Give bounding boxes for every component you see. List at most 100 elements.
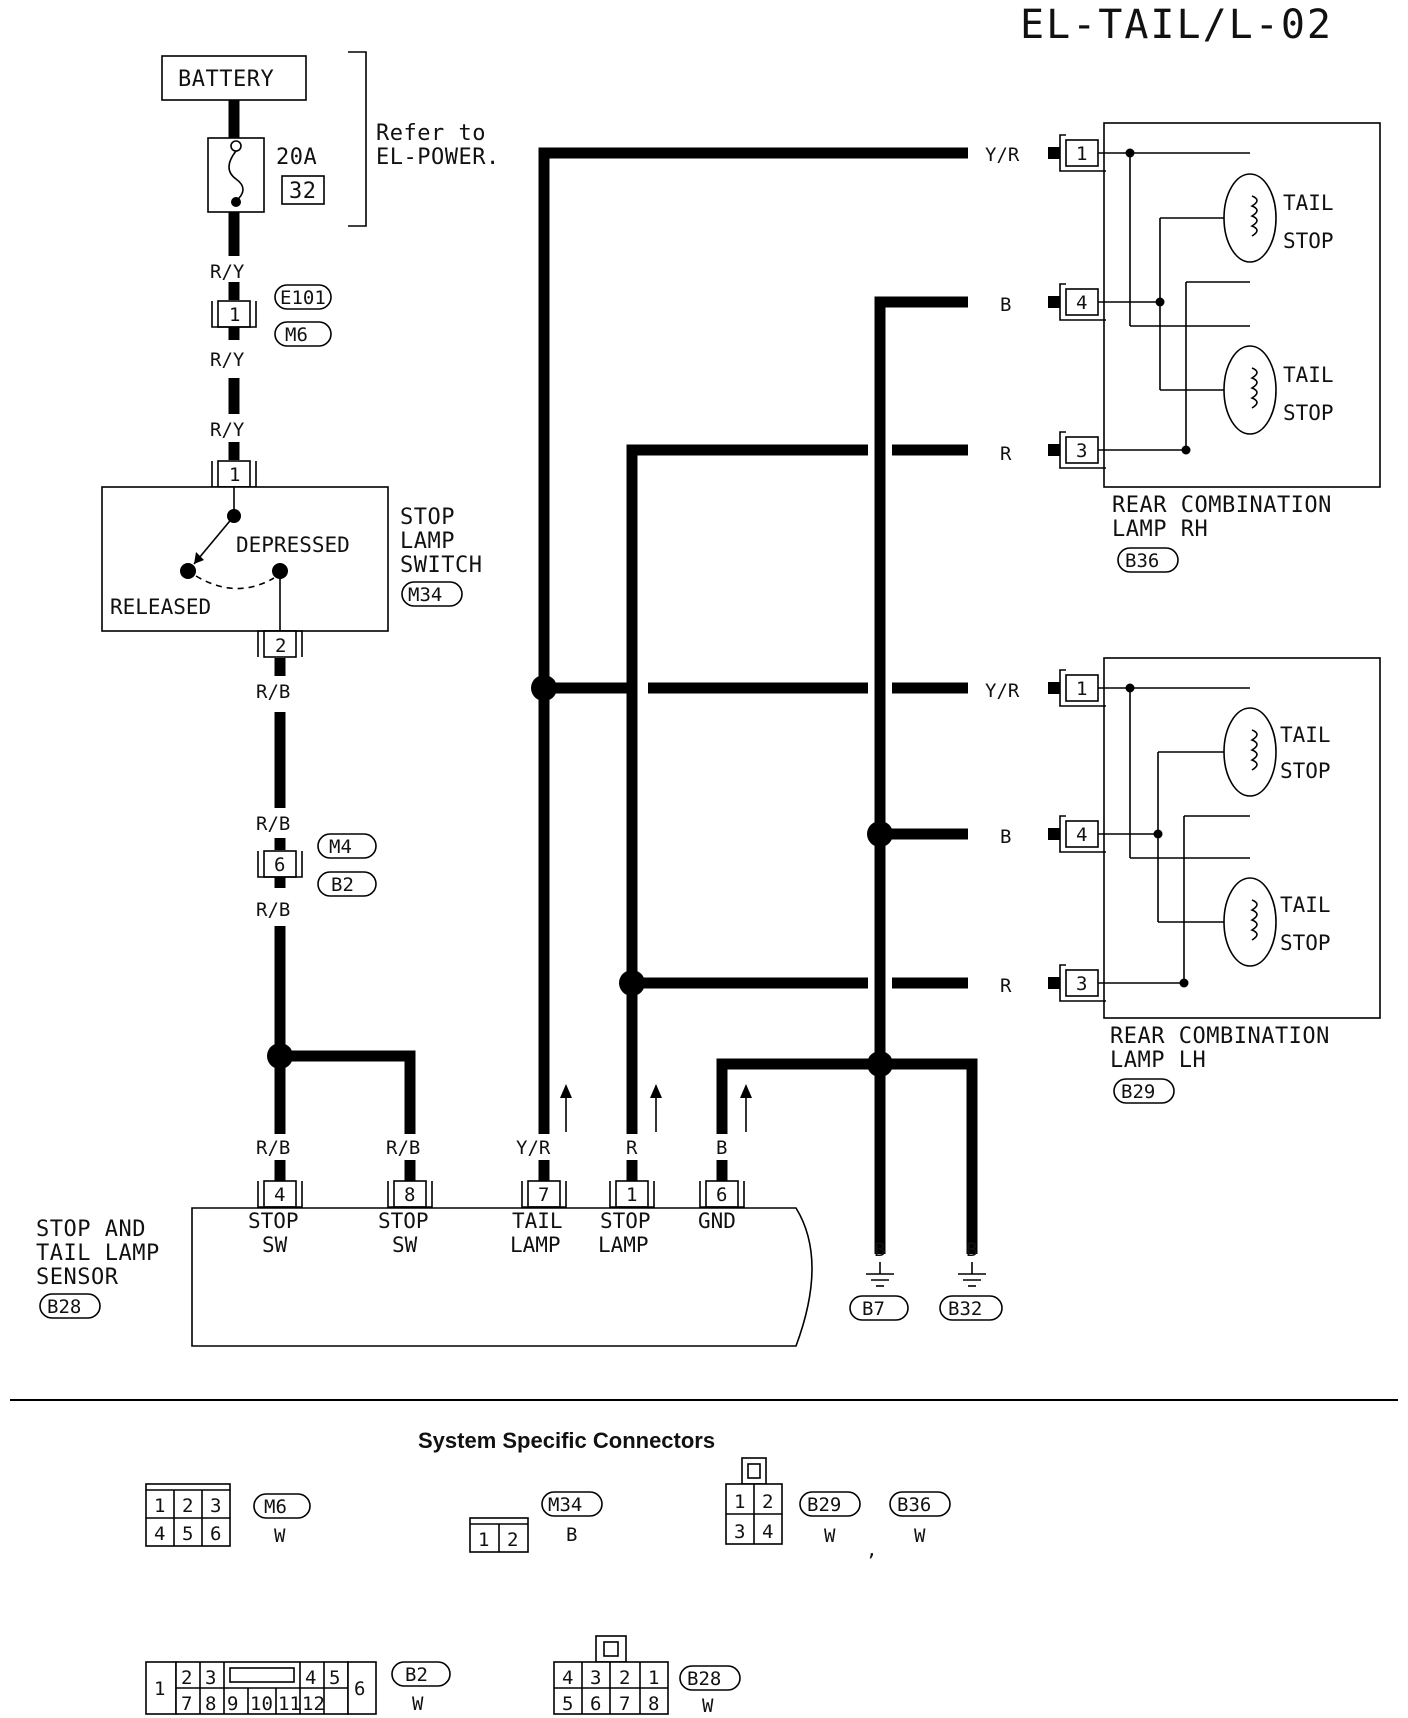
lh-stop-2: STOP [1280, 931, 1331, 955]
rh-tail-1: TAIL [1283, 191, 1334, 215]
m6-face-1: 1 [154, 1495, 165, 1517]
pin-b28-6: 6 [716, 1184, 727, 1206]
wire-color-b-gnd1: B [874, 1239, 885, 1261]
sensor-label-line3: SENSOR [36, 1265, 119, 1290]
sensor-tail: TAIL [512, 1209, 563, 1233]
sensor-stop-3: STOP [600, 1209, 651, 1233]
battery-label: BATTERY [178, 67, 274, 92]
m6-face-2: 2 [182, 1495, 193, 1517]
m6-face-3: 3 [210, 1495, 221, 1517]
connector-face-b29-b36 [725, 1457, 783, 1545]
m34-color: B [566, 1524, 577, 1546]
arrow-up-icon [560, 1084, 752, 1132]
connector-m34-face: M34 [548, 1494, 582, 1516]
m6-face-6: 6 [210, 1523, 221, 1545]
pin-b29-1: 1 [1076, 678, 1087, 700]
b28-face-8: 8 [648, 1693, 659, 1715]
connector-tag-m6-face [253, 1493, 311, 1519]
rear-lamp-lh [1080, 657, 1381, 1019]
connector-b28-face: B28 [687, 1668, 721, 1690]
connector-tag-b29 [1113, 1078, 1175, 1104]
wire-color-b-sensor: B [716, 1137, 727, 1159]
connector-face-b28 [553, 1635, 669, 1715]
wire-color-b-lh: B [1000, 826, 1011, 848]
rear-lh-line1: REAR COMBINATION [1110, 1024, 1330, 1049]
pin-m4-6: 6 [274, 854, 285, 876]
rh-stop-1: STOP [1283, 229, 1334, 253]
b2-face-7: 7 [181, 1693, 192, 1715]
connector-b28: B28 [47, 1296, 81, 1318]
connector-tag-m34-face [541, 1491, 603, 1517]
fuse-icon [207, 137, 265, 213]
ground-icon [865, 1273, 895, 1287]
connector-face-b2 [145, 1661, 377, 1715]
wire-color-r-lh: R [1000, 975, 1012, 997]
b2-face-6: 6 [354, 1678, 365, 1700]
connector-tag-b2 [317, 871, 377, 897]
rear-lh-line2: LAMP LH [1110, 1048, 1206, 1073]
b29-face-1: 1 [734, 1491, 745, 1513]
pin-b29-3: 3 [1076, 973, 1087, 995]
connector-b36-face: B36 [897, 1494, 931, 1516]
b28-face-6: 6 [590, 1693, 601, 1715]
connector-b2-face: B2 [405, 1664, 428, 1686]
sensor-stop-lamp: LAMP [598, 1233, 649, 1257]
wire-color-ry: R/Y [210, 261, 245, 283]
b28-face-5: 5 [562, 1693, 573, 1715]
pin-b28-1: 1 [626, 1184, 637, 1206]
connector-tag-e101 [274, 284, 332, 310]
switch-label-line2: LAMP [400, 529, 455, 554]
wire-color-rb-2: R/B [256, 813, 290, 835]
connector-tag-b28-face [679, 1665, 741, 1691]
switch-depressed-label: DEPRESSED [236, 533, 350, 557]
b2-face-10: 10 [250, 1693, 273, 1715]
b2-face-2: 2 [181, 1667, 192, 1689]
pin-b28-4: 4 [274, 1184, 285, 1206]
wire-color-rb: R/B [256, 681, 290, 703]
rear-lamp-rh [1080, 122, 1381, 488]
connector-b7: B7 [862, 1298, 885, 1320]
b2-face-12: 12 [302, 1693, 325, 1715]
lh-tail-1: TAIL [1280, 723, 1331, 747]
connector-m6: M6 [285, 324, 308, 346]
rh-stop-2: STOP [1283, 401, 1334, 425]
b2-face-4: 4 [305, 1667, 316, 1689]
sensor-stop-2: STOP [378, 1209, 429, 1233]
b28-color: W [702, 1695, 714, 1717]
connector-b32: B32 [948, 1298, 982, 1320]
connector-b2: B2 [331, 874, 354, 896]
pin-m34-2: 2 [275, 635, 286, 657]
wire-color-ry-2: R/Y [210, 349, 245, 371]
connector-m4: M4 [329, 836, 352, 858]
b2-color: W [412, 1693, 424, 1715]
connector-tag-b28 [39, 1293, 101, 1319]
connector-tag-m6 [274, 321, 332, 347]
connector-tag-b7 [849, 1295, 909, 1321]
switch-label-line3: SWITCH [400, 553, 482, 578]
refer-line2: EL-POWER. [376, 145, 500, 170]
connector-b36: B36 [1125, 550, 1159, 572]
refer-bracket [348, 51, 367, 227]
wire-color-b-rh: B [1000, 294, 1011, 316]
connector-tag-b36-face [889, 1491, 951, 1517]
b2-face-8: 8 [205, 1693, 216, 1715]
fuse-number-box [281, 175, 325, 205]
wire-color-rb-5: R/B [386, 1137, 420, 1159]
connector-e101: E101 [280, 287, 326, 309]
m6-face-5: 5 [182, 1523, 193, 1545]
pin-e101-1: 1 [229, 304, 240, 326]
pin-m34-1: 1 [229, 464, 240, 486]
wire-color-rb-3: R/B [256, 899, 290, 921]
wire-color-r-sensor: R [626, 1137, 638, 1159]
lh-tail-2: TAIL [1280, 893, 1331, 917]
connector-tag-m4 [317, 833, 377, 859]
b29-face-4: 4 [762, 1521, 773, 1543]
connector-tag-b2-face [391, 1661, 451, 1687]
pin-b36-4: 4 [1076, 292, 1087, 314]
wire-color-rb-4: R/B [256, 1137, 290, 1159]
connector-face-m34 [469, 1517, 529, 1553]
sensor-sw-2: SW [392, 1233, 418, 1257]
sensor-label-line2: TAIL LAMP [36, 1241, 160, 1266]
wire-color-ry-3: R/Y [210, 419, 245, 441]
